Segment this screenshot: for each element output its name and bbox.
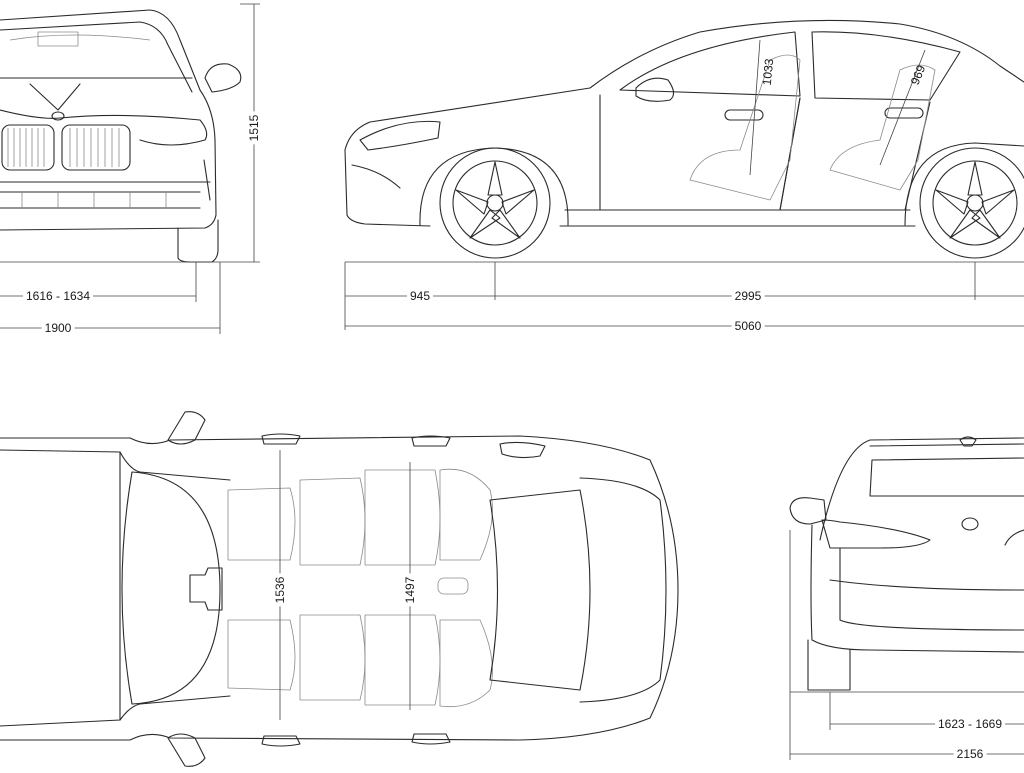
kidney-grille-left	[1, 124, 55, 171]
rear-mirror	[789, 497, 827, 525]
rear-window-top	[121, 471, 221, 705]
mirror-width-label: 2156	[953, 747, 987, 761]
headlight	[359, 120, 441, 151]
front-view	[0, 3, 260, 334]
rear-window	[811, 31, 961, 101]
front-door-handle	[724, 109, 764, 121]
rear-door-handle	[884, 107, 924, 119]
front-wheel	[439, 147, 551, 259]
height-label: 1515	[247, 111, 261, 145]
rear-view	[789, 436, 1024, 760]
front-mirror	[204, 63, 242, 93]
side-mirror	[635, 77, 675, 102]
rear-shoulder-label: 1497	[403, 573, 417, 607]
side-view	[344, 19, 1024, 330]
front-tire	[177, 219, 219, 263]
rear-tire	[807, 639, 851, 691]
mirror-top-left	[167, 411, 206, 445]
front-width-label: 1900	[41, 321, 75, 335]
rear-wheel	[919, 147, 1024, 259]
front-overhang-label: 945	[406, 289, 434, 303]
wheelbase-label: 2995	[731, 289, 765, 303]
top-view	[0, 411, 679, 767]
windshield-top	[489, 489, 591, 691]
mirror-top-right	[167, 733, 206, 767]
length-label: 5060	[731, 319, 765, 333]
front-shoulder-label: 1536	[273, 573, 287, 607]
front-track-label: 1616 - 1634	[22, 289, 94, 303]
front-badge	[51, 111, 65, 121]
front-window	[619, 31, 801, 97]
kidney-grille-right	[61, 124, 131, 171]
rear-badge	[961, 517, 979, 531]
rear-track-label: 1623 - 1669	[934, 717, 1006, 731]
